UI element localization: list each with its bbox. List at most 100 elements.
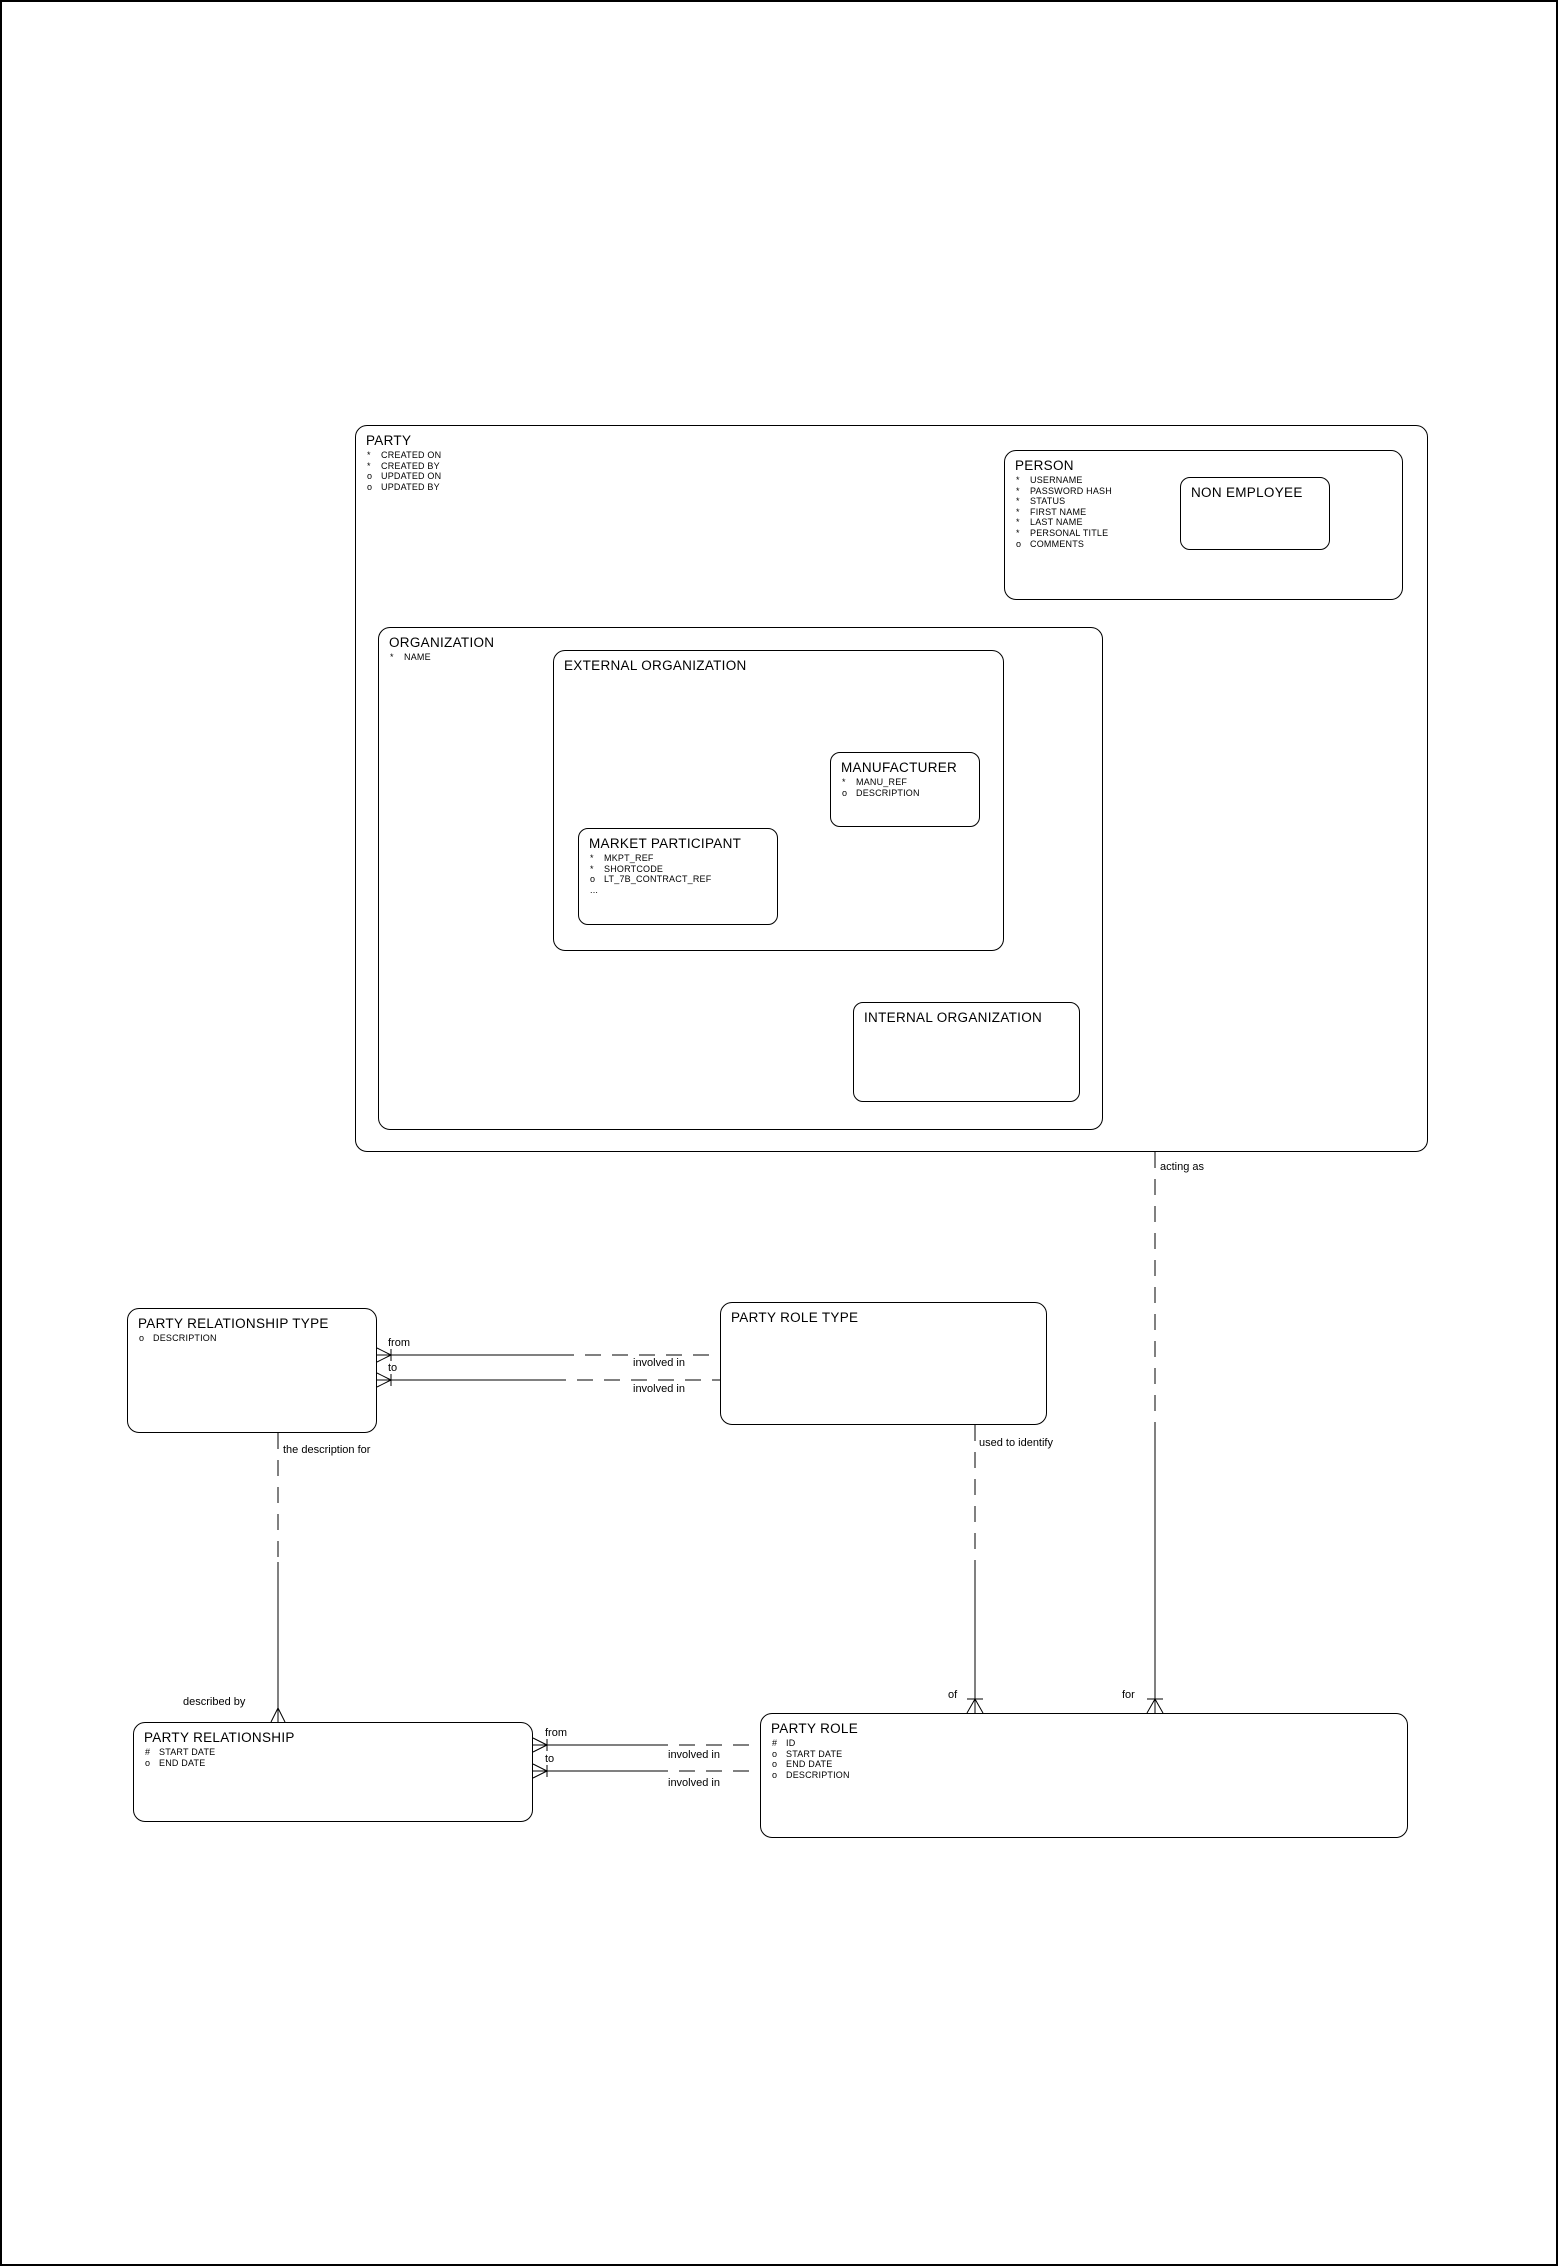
attribute-row: * STATUS — [1016, 496, 1394, 507]
attribute-name: LAST NAME — [1030, 517, 1083, 528]
attribute-flag: o — [842, 787, 848, 798]
attribute-flag: * — [590, 863, 594, 874]
entity-title-party-relationship-type: PARTY RELATIONSHIP TYPE — [138, 1316, 329, 1331]
relationship-label-rel-from-involved-in: involved in — [668, 1749, 720, 1761]
attribute-row: *CREATED BY — [367, 461, 1419, 472]
connector-acting-as[interactable] — [1146, 1152, 1164, 1714]
attribute-flag: * — [1016, 485, 1020, 496]
attribute-row: * PERSONAL TITLE — [1016, 528, 1394, 539]
relationship-label-type-to-involved-in: involved in — [633, 1383, 685, 1395]
attribute-row: # ID — [772, 1738, 1399, 1749]
attribute-name: MANU_REF — [856, 777, 908, 787]
entity-non-employee[interactable]: NON EMPLOYEE — [1180, 477, 1330, 550]
attribute-list-organization: *NAME — [379, 651, 1102, 663]
entity-title-market-participant: MARKET PARTICIPANT — [589, 836, 742, 851]
entity-title-party-role-type: PARTY ROLE TYPE — [731, 1310, 859, 1325]
attribute-row: #START DATE — [145, 1747, 524, 1758]
attribute-flag: o — [1016, 538, 1022, 549]
attribute-row: o UPDATED BY — [367, 482, 1419, 493]
attribute-row: * MANU_REF — [842, 777, 971, 788]
attribute-flag: o — [367, 471, 373, 482]
attribute-flag: * — [367, 450, 371, 460]
entity-title-external-organization: EXTERNAL ORGANIZATION — [564, 658, 747, 673]
attribute-name: FIRST NAME — [1030, 506, 1087, 517]
attribute-flag: o — [772, 1759, 778, 1770]
attribute-name: MKPT_REF — [604, 853, 654, 863]
attribute-flag: o — [145, 1757, 151, 1768]
attribute-name: DESCRIPTION — [856, 787, 920, 798]
attribute-name: UPDATED ON — [381, 471, 442, 482]
attribute-row: * SHORTCODE — [590, 864, 769, 875]
attribute-flag: # — [772, 1738, 778, 1748]
attribute-name: UPDATED BY — [381, 481, 440, 492]
entity-title-person: PERSON — [1015, 458, 1074, 473]
connector-used-to-identify[interactable] — [966, 1425, 984, 1714]
attribute-name: END DATE — [786, 1759, 833, 1770]
attribute-flag: * — [842, 777, 846, 787]
attribute-flag: o — [139, 1333, 145, 1343]
connector-the-description-for[interactable] — [270, 1433, 286, 1723]
attribute-row: * FIRST NAME — [1016, 507, 1394, 518]
entity-title-party: PARTY — [366, 433, 412, 448]
entity-party-relationship-type[interactable]: PARTY RELATIONSHIP TYPE o DESCRIPTION — [127, 1308, 377, 1433]
entity-party-role-type[interactable]: PARTY ROLE TYPE — [720, 1302, 1047, 1425]
attribute-row: o DESCRIPTION — [842, 788, 971, 799]
entity-internal-organization[interactable]: INTERNAL ORGANIZATION — [853, 1002, 1080, 1102]
relationship-label-type-from: from — [388, 1337, 410, 1349]
attribute-flag: * — [1016, 506, 1020, 517]
attribute-name: SHORTCODE — [604, 863, 664, 874]
attribute-flag: ... — [590, 884, 599, 895]
attribute-list-person: *USERNAME*PASSWORD HASH*STATUS*FIRST NAM… — [1005, 474, 1402, 549]
attribute-name: END DATE — [159, 1757, 206, 1768]
attribute-row: o END DATE — [145, 1758, 524, 1769]
connector-type-to[interactable] — [376, 1372, 720, 1388]
attribute-name: STATUS — [1030, 496, 1066, 507]
connector-rel-from[interactable] — [532, 1737, 760, 1753]
attribute-name: ID — [786, 1738, 796, 1748]
relationship-label-the-description-for: the description for — [283, 1444, 371, 1456]
relationship-label-rel-to-involved-in: involved in — [668, 1777, 720, 1789]
connector-type-from[interactable] — [376, 1347, 720, 1363]
entity-title-party-role: PARTY ROLE — [771, 1721, 859, 1736]
attribute-row: *CREATED ON — [367, 450, 1419, 461]
attribute-flag: * — [1016, 527, 1020, 538]
entity-title-manufacturer: MANUFACTURER — [841, 760, 958, 775]
attribute-flag: o — [590, 874, 596, 885]
attribute-flag: o — [772, 1748, 778, 1759]
attribute-row: o END DATE — [772, 1759, 1399, 1770]
attribute-flag: o — [772, 1769, 778, 1780]
attribute-name: NAME — [404, 652, 431, 662]
relationship-label-described-by: described by — [183, 1696, 246, 1708]
attribute-row: *LAST NAME — [1016, 517, 1394, 528]
attribute-flag: # — [145, 1747, 151, 1757]
attribute-flag: * — [1016, 496, 1020, 507]
connector-rel-to[interactable] — [532, 1763, 760, 1779]
relationship-label-of: of — [948, 1689, 958, 1701]
relationship-label-used-to-identify: used to identify — [979, 1437, 1053, 1449]
attribute-name: DESCRIPTION — [153, 1333, 217, 1343]
entity-title-organization: ORGANIZATION — [389, 635, 495, 650]
entity-title-party-relationship: PARTY RELATIONSHIP — [144, 1730, 295, 1745]
attribute-flag: o — [367, 481, 373, 492]
attribute-name: PASSWORD HASH — [1030, 485, 1112, 496]
attribute-flag: * — [590, 853, 594, 863]
entity-title-non-employee: NON EMPLOYEE — [1191, 485, 1303, 500]
attribute-row: * MKPT_REF — [590, 853, 769, 864]
attribute-row: ... — [590, 885, 769, 896]
attribute-row: o DESCRIPTION — [139, 1333, 368, 1344]
attribute-name: PERSONAL TITLE — [1030, 527, 1109, 538]
attribute-row: *USERNAME — [1016, 475, 1394, 486]
